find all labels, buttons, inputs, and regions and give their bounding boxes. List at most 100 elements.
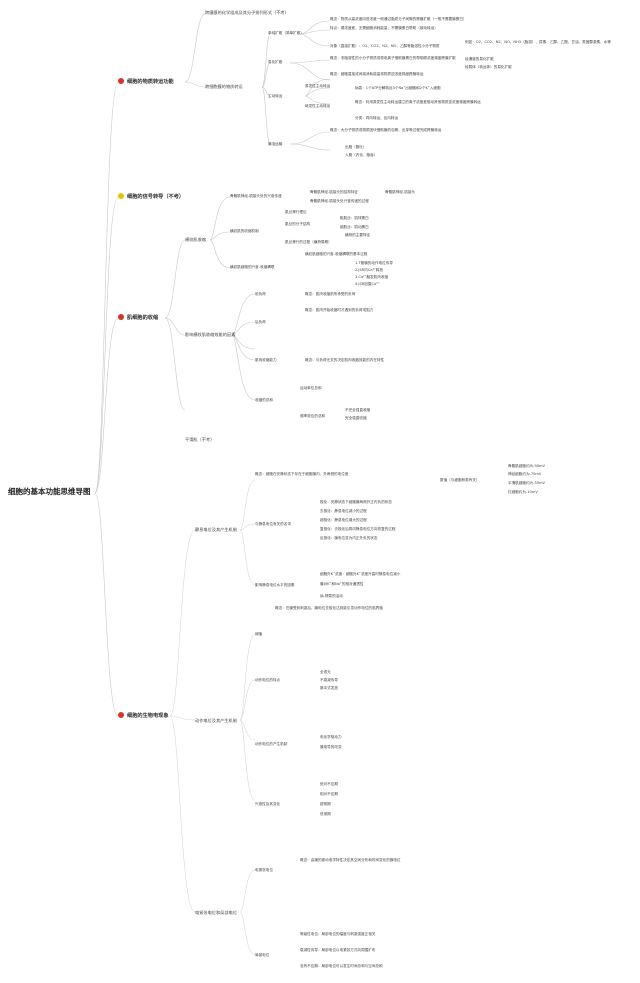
root-topic[interactable]: 细胞的基本功能思维导图 bbox=[8, 487, 91, 496]
node: 横纹肌细胞的兴奋-收缩耦联的基本过程 bbox=[305, 252, 368, 256]
node[interactable]: 阈值 bbox=[255, 632, 263, 636]
edge-root-branch1 bbox=[94, 81, 119, 494]
node[interactable]: 兴奋性及其变化 bbox=[255, 802, 281, 806]
node: 完全强直收缩 bbox=[345, 416, 367, 420]
node: 反极化：膜电位变为内正外负的状态 bbox=[320, 536, 378, 540]
node[interactable]: 电紧张电位 bbox=[255, 868, 273, 872]
node: 骨骼肌细胞约为-90mV bbox=[508, 464, 545, 468]
node: 肌丝滑行理论 bbox=[285, 210, 307, 214]
node: 脉冲式发放 bbox=[320, 686, 338, 690]
node: 运动单位总和 bbox=[300, 386, 322, 390]
branch-signal[interactable]: 细胞的信号转导（不考） bbox=[127, 194, 185, 200]
branch-transport[interactable]: 细胞的物质转运功能 bbox=[127, 79, 174, 85]
node: 概念：细胞在安静状态下存在于细胞膜内、外两侧的电位差 bbox=[255, 472, 349, 476]
node[interactable]: 电紧张电位和局部电位 bbox=[195, 910, 237, 915]
node[interactable]: 横纹肌的收缩机制 bbox=[230, 229, 259, 233]
node: 概念：非脂溶性的小分子物质或带电离子借助膜蛋白的帮助顺浓度梯度跨膜扩散 bbox=[330, 56, 456, 60]
node: 没有不应期：局部电位可以发生时间总和与空间总和 bbox=[300, 964, 383, 968]
node: 频率效应的总和 bbox=[300, 414, 326, 418]
node: 衰减性传导：局部电位以电紧张方式向周围扩布 bbox=[300, 948, 376, 952]
node[interactable]: 局部电位 bbox=[255, 953, 270, 957]
node[interactable]: 继发性主动转运 bbox=[305, 104, 331, 108]
node: 概念：肌肉开始收缩时才遇到的负荷或阻力 bbox=[305, 308, 374, 312]
node: 膜对K⁺和Na⁺的相对通透性 bbox=[320, 582, 364, 586]
node[interactable]: 单纯扩散（简单扩散） bbox=[268, 31, 304, 35]
node: 细肌丝：肌动蛋白 bbox=[340, 225, 369, 229]
node: 绝对不应期 bbox=[320, 782, 338, 786]
node[interactable]: 与静息电位有关的名词 bbox=[255, 522, 291, 526]
branch-icon-red bbox=[118, 712, 124, 718]
node[interactable]: 静息电位及其产生机制 bbox=[195, 527, 237, 532]
node[interactable]: 原发性主动转运 bbox=[305, 84, 331, 88]
node[interactable]: 后负荷 bbox=[255, 320, 266, 324]
branch-muscle[interactable]: 肌细胞的收缩 bbox=[127, 315, 159, 321]
node: 4.JSR回摄Ca²⁺ bbox=[355, 282, 380, 286]
node: 2.JSR内Ca²⁺释放 bbox=[355, 268, 384, 272]
node[interactable]: 主动转运 bbox=[268, 94, 283, 98]
edge-root-branch3 bbox=[94, 317, 119, 494]
node: 低常期 bbox=[320, 812, 331, 816]
node[interactable]: 横纹肌收缩 bbox=[185, 237, 206, 242]
node: 概念：大分子物质或物质团块借助膜的包裹、出芽等过程完成跨膜转运 bbox=[330, 128, 442, 132]
node: 入胞（内化、胞吞） bbox=[345, 153, 378, 157]
node[interactable]: 横纹肌细胞的兴奋-收缩耦联 bbox=[230, 265, 275, 269]
node: 概念：细胞直接或间接消耗能量将物质逆浓度梯度跨膜转运 bbox=[330, 72, 424, 76]
node: 例如：O2、CO2、N2、NO、NH3（脂溶）、尿素、乙醇、乙醚、甘油、类固醇激… bbox=[465, 40, 611, 44]
node[interactable]: 动作电位的产生机制 bbox=[255, 742, 288, 746]
node: 全或无 bbox=[320, 670, 331, 674]
node: 横桥的主要特征 bbox=[345, 233, 371, 237]
node: 3.Ca²⁺触发肌肉收缩 bbox=[355, 275, 389, 279]
node: 概念：肌肉收缩前所承受的负荷 bbox=[305, 292, 356, 296]
node[interactable]: 平滑肌（不考） bbox=[185, 437, 215, 442]
node[interactable]: 骨骼肌神经-肌接头处的兴奋传递 bbox=[230, 194, 282, 198]
node: 超极化：静息电位增大的过程 bbox=[320, 518, 367, 522]
node[interactable]: 易化扩散 bbox=[268, 60, 283, 64]
edge-root-branch4 bbox=[94, 492, 119, 717]
node[interactable]: 前负荷 bbox=[255, 292, 266, 296]
branch-bioelectric[interactable]: 细胞的生物电现象 bbox=[127, 713, 169, 719]
node[interactable]: 影响静息电位水平的因素 bbox=[255, 583, 295, 587]
node: 极化：安静状态下细胞膜两侧外正内负的状态 bbox=[320, 500, 392, 504]
node: 骨骼肌神经-肌接头的结构特征 bbox=[310, 190, 359, 194]
node: 出胞（胞吐） bbox=[345, 145, 367, 149]
node: 经通道的易化扩散 bbox=[465, 57, 494, 61]
node: 概念：与负荷无关的决定肌肉收缩效能的内在特性 bbox=[305, 358, 385, 362]
node[interactable]: 跨膜膜的化学组成及其分子排列形式（不考） bbox=[205, 10, 289, 15]
node[interactable]: 动作电位及其产生机制 bbox=[195, 718, 237, 723]
node[interactable]: 收缩的总和 bbox=[255, 398, 273, 402]
node: 骨骼肌神经-肌接头 bbox=[385, 190, 416, 194]
node[interactable]: 肌肉收缩能力 bbox=[255, 358, 277, 362]
node[interactable]: 动作电位的特点 bbox=[255, 678, 281, 682]
node: 细胞外K⁺浓度：细胞外K⁺浓度升高时静息电位减小 bbox=[320, 572, 401, 576]
node: 钠泵：1个ATP分解转运3个Na⁺出细胞和2个K⁺入细胞 bbox=[355, 86, 441, 90]
node: 经载体（转运体）的易化扩散 bbox=[465, 65, 512, 69]
node: 概念：利用原发性主动转运建立的离子浓度差驱动其他物质逆浓度梯度跨膜转运 bbox=[355, 100, 481, 104]
branch-icon-red bbox=[118, 314, 124, 320]
node: 去极化：静息电位减小的过程 bbox=[320, 509, 367, 513]
branch-icon-red bbox=[118, 78, 124, 84]
node: 粗肌丝：肌球蛋白 bbox=[340, 216, 369, 220]
node: 对象（直接扩散）：O2、CO2、N2、NO、乙醇等脂溶性小分子物质 bbox=[330, 44, 440, 48]
node: 特点：顺浓度差，无需细胞消耗能量，不需膜蛋白帮助（被动转运） bbox=[330, 26, 438, 30]
node: 概念：在膜受到刺激后，膜电位去极化达到能引发动作电位的临界值 bbox=[275, 606, 383, 610]
branch-icon-yellow bbox=[118, 193, 124, 199]
node: 肌丝的分子结构 bbox=[285, 222, 311, 226]
node: 骨骼肌神经-肌接头处兴奋传递的过程 bbox=[310, 199, 369, 203]
node: 分类：同向转运、反向转运 bbox=[355, 116, 399, 120]
node: 不完全强直收缩 bbox=[345, 408, 371, 412]
node[interactable]: 膜泡运输 bbox=[268, 142, 283, 146]
node: 肌丝滑行的过程（横桥周期） bbox=[285, 240, 332, 244]
node: 膜电导的改变 bbox=[320, 745, 342, 749]
node: 相对不应期 bbox=[320, 792, 338, 796]
node: 1.T管膜的动作电位传导 bbox=[355, 261, 393, 265]
node: 数值（与细胞种类有关） bbox=[440, 478, 480, 482]
node: 红细胞约为-10mV bbox=[508, 490, 538, 494]
node[interactable]: 影响横纹肌收缩效能的因素 bbox=[185, 332, 236, 337]
node: 概念：由膜的被动电学特性决定其空间分布和时间变化的膜电位 bbox=[300, 858, 401, 862]
node: 复极化：去极化后再向静息电位方向恢复的过程 bbox=[320, 527, 396, 531]
node: 概念：物质从高浓度向低浓度一侧通过脂质分子间隙的跨膜扩散（一般不需要膜蛋白） bbox=[330, 17, 467, 21]
node: 不衰减传导 bbox=[320, 678, 338, 682]
node: 电化学驱动力 bbox=[320, 735, 342, 739]
node[interactable]: 跨细胞膜的物质转运 bbox=[205, 84, 243, 89]
